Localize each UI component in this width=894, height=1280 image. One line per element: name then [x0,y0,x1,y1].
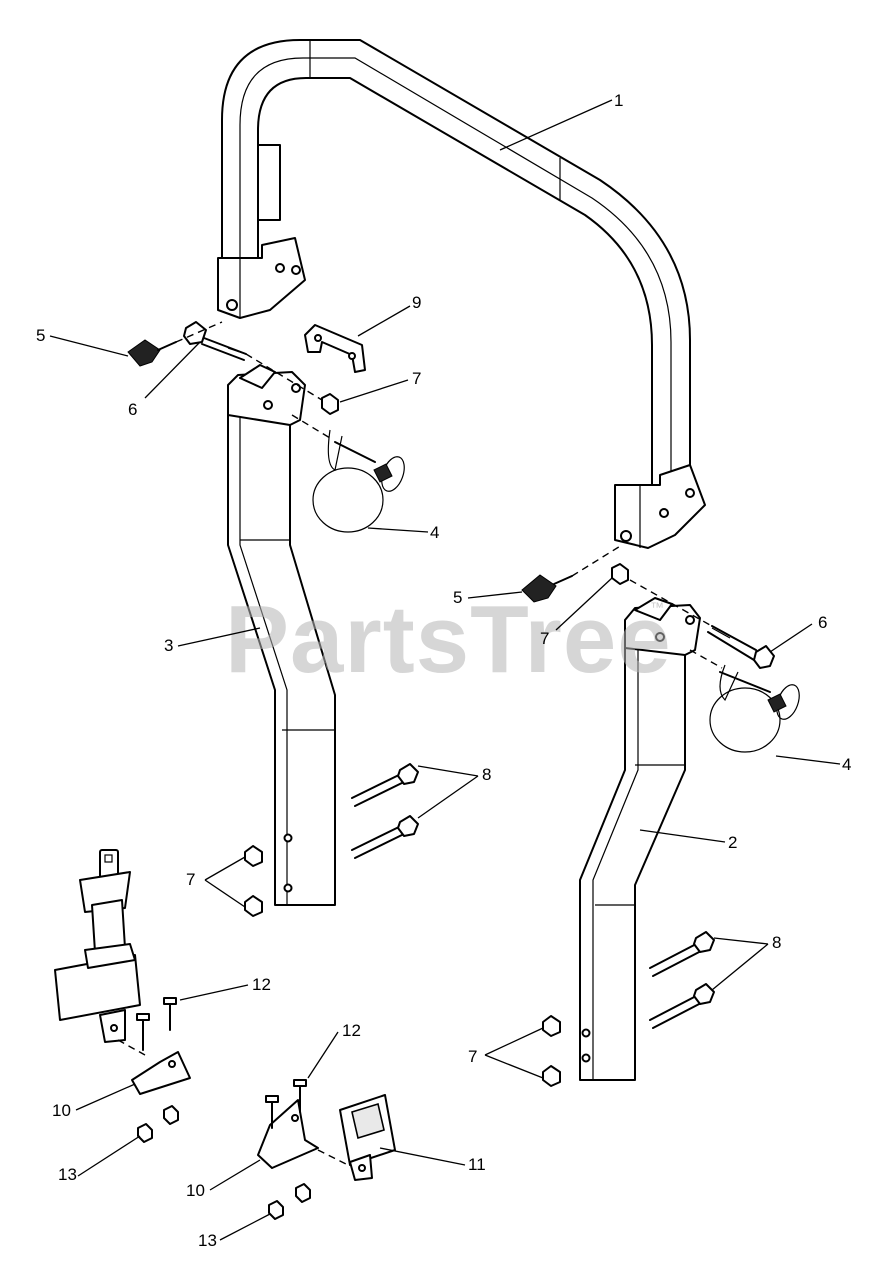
bolts-right [649,931,715,1029]
u-bracket [304,324,366,373]
leader-lines [49,99,841,1241]
callout-6-right: 6 [818,613,827,632]
callout-4-left: 4 [430,523,439,542]
callouts: 1 9 5 7 6 4 5 7 6 3 8 4 2 7 8 12 12 10 1… [36,91,851,1250]
callout-12-left: 12 [252,975,271,994]
upper-roll-bar [217,39,706,549]
callout-7-lower-left: 7 [186,870,195,889]
callout-10-right: 10 [186,1181,205,1200]
bolt-upper-left [183,321,247,361]
callout-8-right: 8 [772,933,781,952]
callout-13-left: 13 [58,1165,77,1184]
callout-8-left: 8 [482,765,491,784]
seat-belt-retractor [54,849,141,1043]
left-lower-upright [227,364,336,906]
seat-belt-buckle [339,1094,396,1181]
right-lower-upright [579,597,701,1081]
callout-3: 3 [164,636,173,655]
callout-7-upper-left: 7 [412,369,421,388]
callout-10-left: 10 [52,1101,71,1120]
callout-2: 2 [728,833,737,852]
watermark-text: PartsTree [225,586,672,693]
callout-7-lower-right: 7 [468,1047,477,1066]
callout-5-left: 5 [36,326,45,345]
callout-9: 9 [412,293,421,312]
callout-1: 1 [614,91,623,110]
watermark: PartsTree ™ [225,586,672,693]
callout-13-right: 13 [198,1231,217,1250]
watermark-trademark: ™ [650,599,664,615]
callout-11: 11 [468,1155,486,1174]
anchor-bracket-left [131,997,191,1143]
anchor-bracket-right [257,1079,319,1220]
bolt-upper-right [707,625,775,669]
callout-4-right: 4 [842,755,851,774]
bolts-left [351,763,419,859]
callout-12-right: 12 [342,1021,361,1040]
hitch-pin-left [312,429,405,533]
callout-7-upper-right: 7 [540,629,549,648]
callout-5-right: 5 [453,588,462,607]
knob-right [521,574,573,603]
nuts [244,393,629,1087]
assembly-lines [117,321,723,1166]
hitch-pin-right [709,664,800,753]
callout-6-left: 6 [128,400,137,419]
knob-left [127,339,177,367]
